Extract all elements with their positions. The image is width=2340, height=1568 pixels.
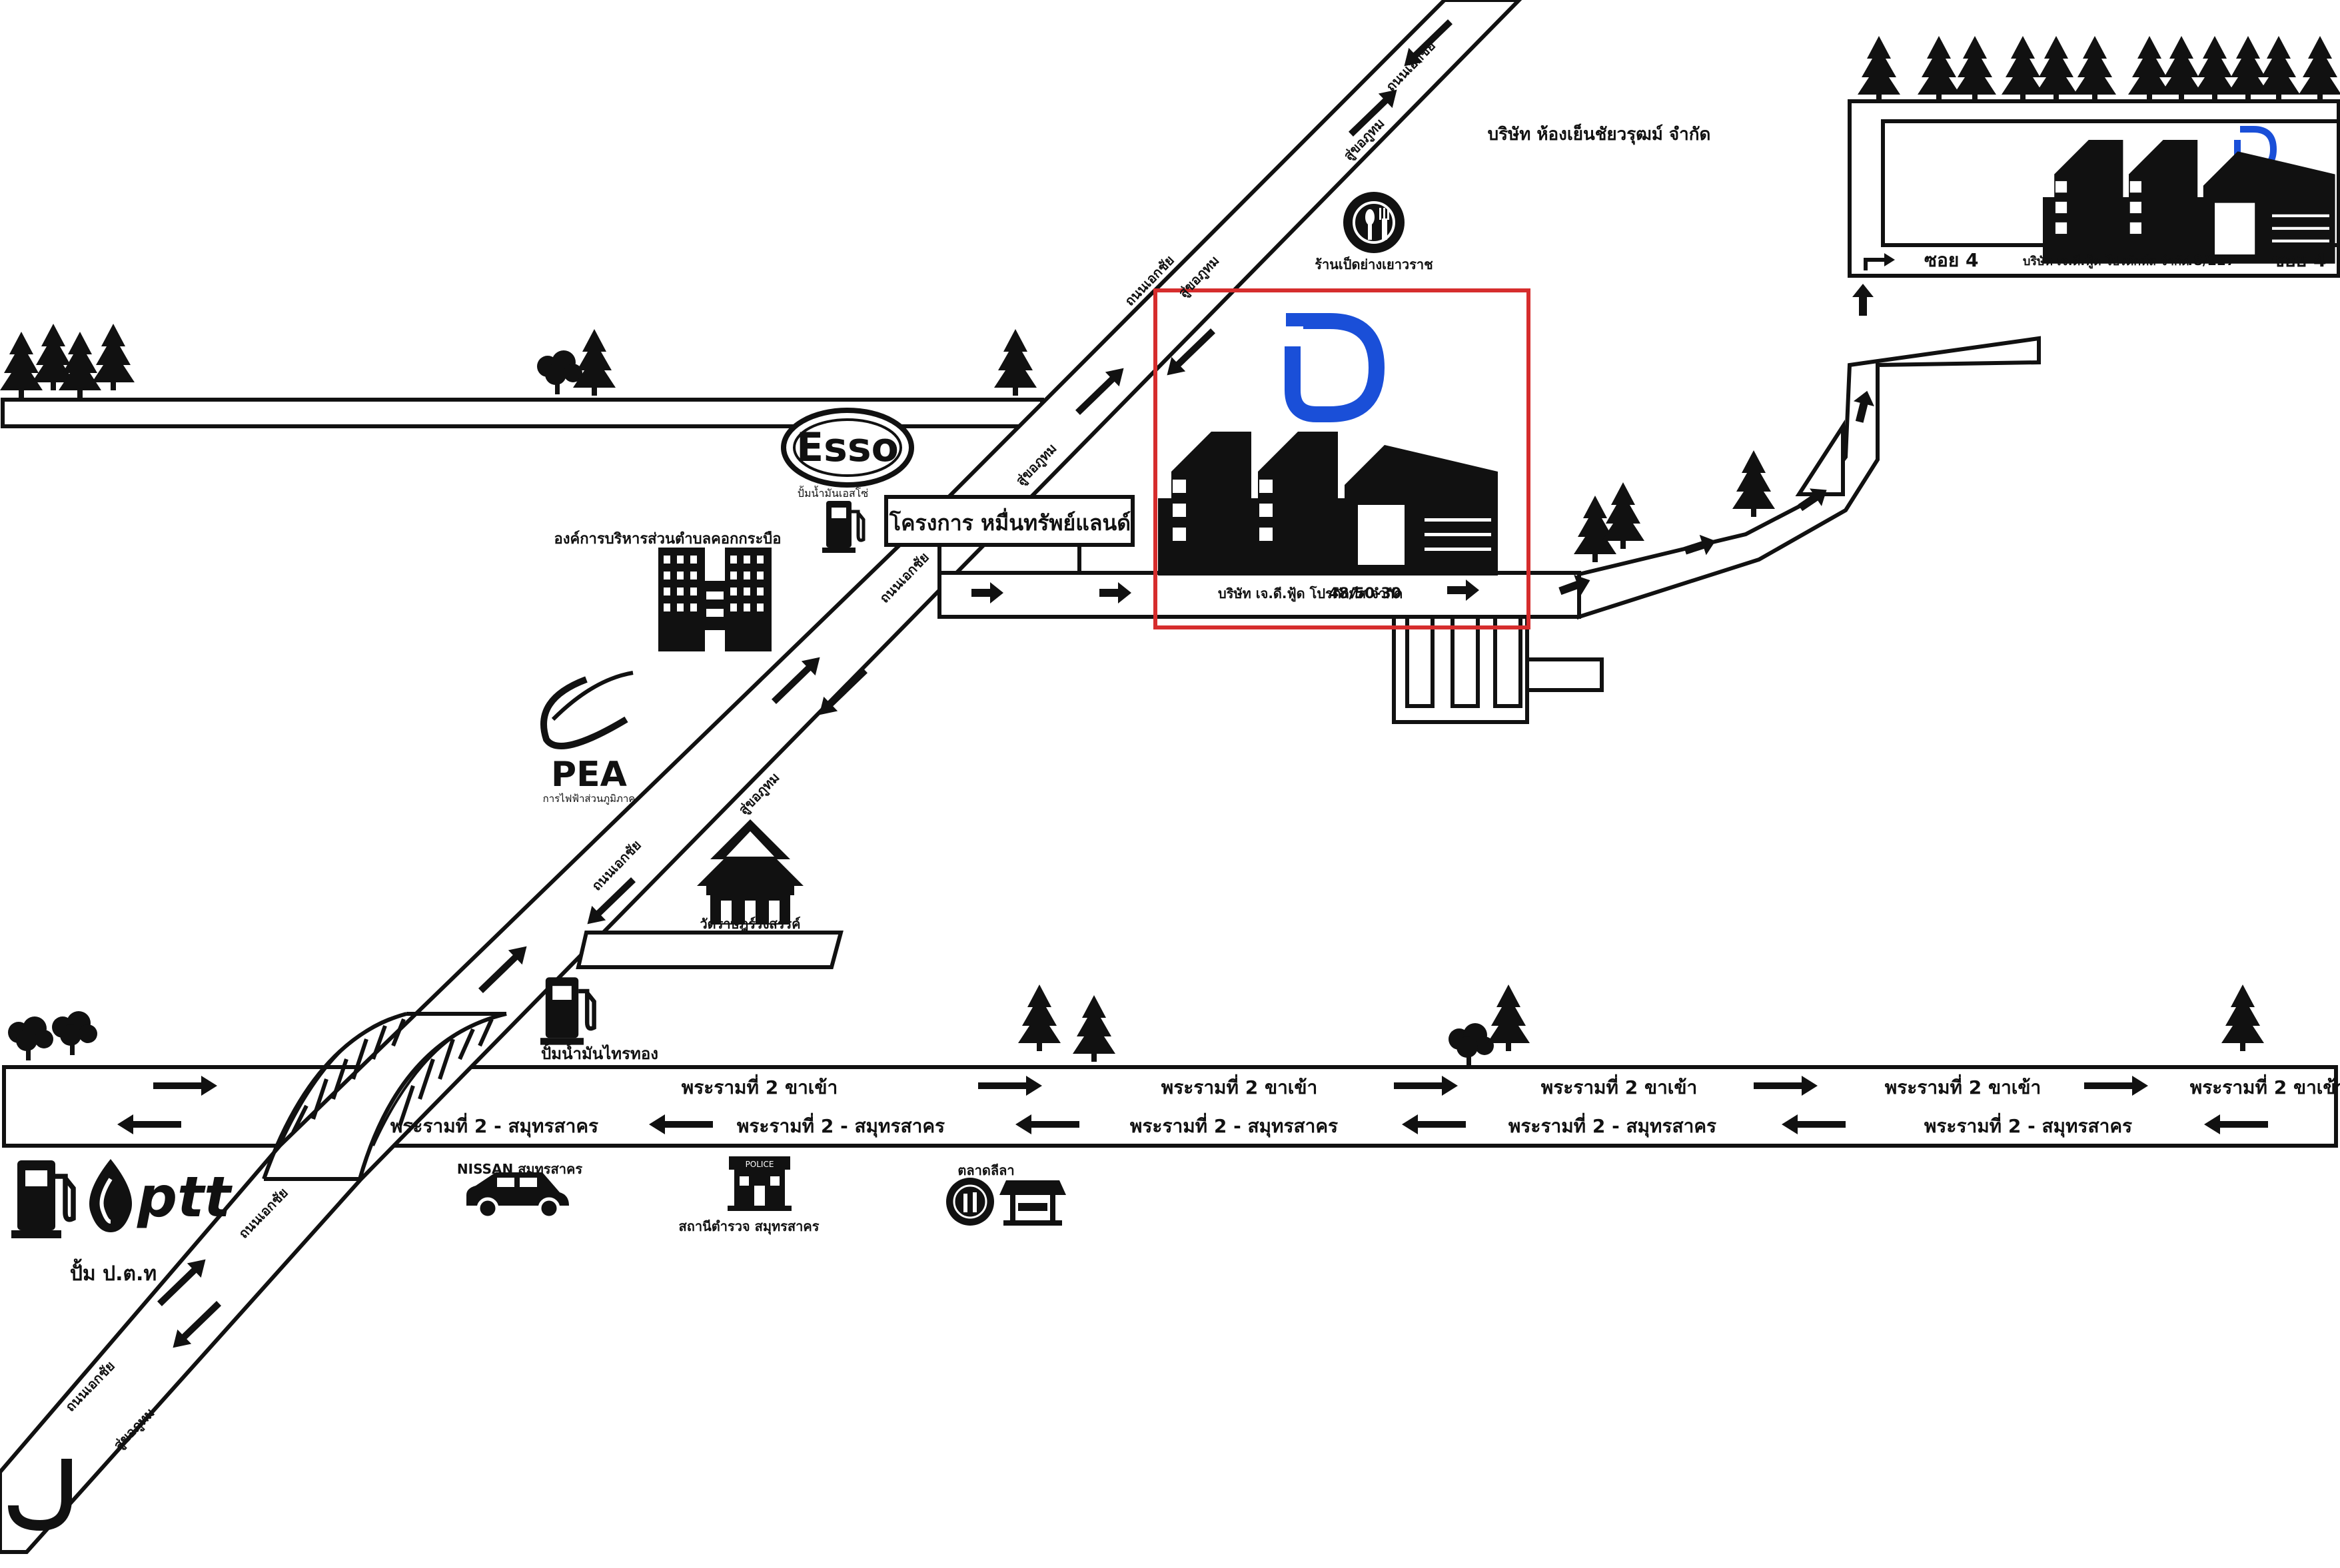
label-branch-address: 48/227 <box>2184 252 2235 268</box>
parking-bays <box>1392 615 1604 724</box>
label-pea-name: การไฟฟ้าส่วนภูมิภาค <box>543 793 636 805</box>
label-rama2-in-5: พระรามที่ 2 ขาเข้า <box>2190 1074 2340 1098</box>
label-esso-station: ปั้มน้ำมันเอสโซ่ <box>798 486 869 500</box>
project-sign <box>884 495 1135 573</box>
label-rama2-out-4: พระรามที่ 2 - สมุทรสาคร <box>1508 1112 1716 1138</box>
label-temple: วัดราษฎร์รังสรรค์ <box>700 916 800 932</box>
trees-northwest <box>0 324 1037 398</box>
turn-right-icon <box>1864 258 1886 270</box>
label-market: ตลาดลีลา <box>957 1162 1014 1178</box>
overpass-bridge <box>262 1012 507 1181</box>
office-building-icon <box>658 548 772 651</box>
label-rama2-out-1: พระรามที่ 2 - สมุทรสาคร <box>390 1112 598 1138</box>
u-turn-icon <box>8 1459 72 1531</box>
label-soi-left: ซอย 4 <box>1924 249 1978 271</box>
factory-main-icon <box>1158 432 1498 576</box>
label-rama2-in-2: พระรามที่ 2 ขาเข้า <box>1161 1074 1318 1098</box>
label-project-sign: โครงการ หมื่นทรัพย์แลนด์ <box>889 508 1131 536</box>
label-pea-logo: PEA <box>551 755 627 795</box>
pea-logo <box>540 671 634 749</box>
label-main-address: 48/50-30 <box>1329 586 1401 602</box>
label-soi-right: ซอย 4 <box>2272 249 2326 271</box>
market-stall-icon <box>999 1180 1066 1226</box>
police-badge-text: POLICE <box>746 1160 774 1169</box>
label-duck-restaurant: ร้านเป็ดย่างเยาวราช <box>1315 256 1433 272</box>
label-cold-storage: บริษัท ห้องเย็นชัยวรุฒม์ จำกัด <box>1488 123 1711 145</box>
esso-logo: Esso <box>781 408 914 488</box>
label-rama2-in-3: พระรามที่ 2 ขาเข้า <box>1541 1074 1698 1098</box>
label-rama2-out-5: พระรามที่ 2 - สมุทรสาคร <box>1924 1112 2132 1138</box>
label-police: สถานีตำรวจ สมุทรสาคร <box>679 1218 820 1235</box>
label-nissan: NISSAN สมุทรสาคร <box>457 1161 582 1178</box>
ptt-logo: ptt <box>11 1159 233 1238</box>
trees-rama2 <box>8 984 2264 1067</box>
temple-icon <box>697 819 804 925</box>
ptt-logo-text: ptt <box>137 1164 233 1230</box>
ekkachai-road <box>0 0 1522 1554</box>
market-icon <box>946 1178 994 1226</box>
label-rama2-in-4: พระรามที่ 2 ขาเข้า <box>1885 1074 2042 1098</box>
car-icon <box>466 1172 569 1220</box>
label-main-company: บริษัท เจ.ดี.ฟู้ด โปรดักท์ส จำกัด <box>1218 586 1403 603</box>
destination-highlight-box <box>1153 288 1530 629</box>
label-rama2-out-2: พระรามที่ 2 - สมุทรสาคร <box>737 1112 945 1138</box>
esso-pump-icon <box>822 501 864 553</box>
turn-right-arrowhead <box>1884 253 1895 266</box>
branch-roundabout-island <box>1795 419 1845 496</box>
label-ptt-station: ปั้ม ป.ต.ท <box>70 1258 157 1286</box>
label-rama2-out-3: พระรามที่ 2 - สมุทรสาคร <box>1130 1112 1338 1138</box>
jd-logo-main <box>1285 313 1385 422</box>
esso-logo-text: Esso <box>796 424 899 471</box>
label-tambon-office: องค์การบริหารส่วนตำบลคอกกระบือ <box>554 530 782 548</box>
thaitong-pump-icon <box>540 977 594 1044</box>
restaurant-icon <box>1343 192 1405 253</box>
label-thaitong-station: ปั้มน้ำมันไทรทอง <box>541 1041 658 1063</box>
police-station-icon: POLICE <box>728 1156 792 1211</box>
label-branch-company: บริษัท เจ.ดี.ฟู้ด โปรดักท์ส จำกัด <box>2023 254 2189 269</box>
trees-branch <box>1858 36 2340 103</box>
label-rama2-in-1: พระรามที่ 2 ขาเข้า <box>682 1074 838 1098</box>
temple-lane <box>576 931 844 969</box>
